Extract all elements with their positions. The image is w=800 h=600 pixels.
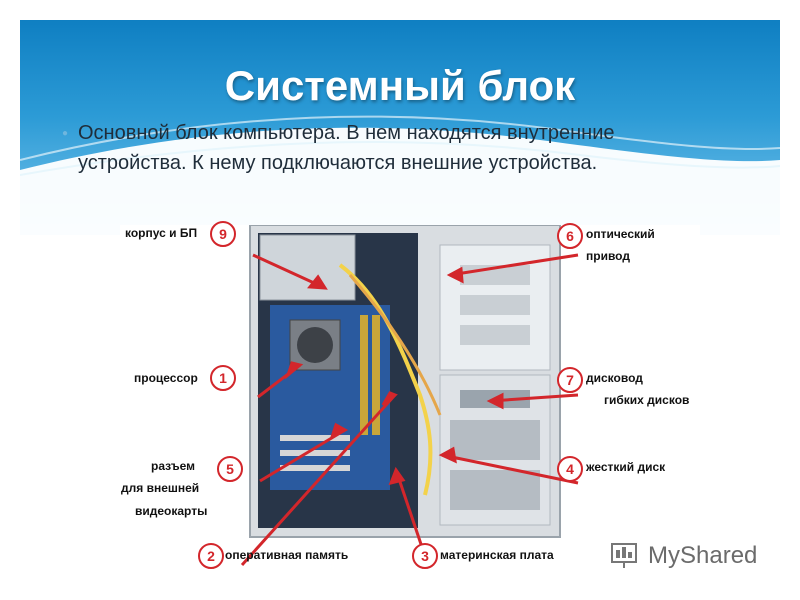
header-waves xyxy=(20,115,780,235)
bullet-text: Основной блок компьютера. В нем находятс… xyxy=(78,122,615,174)
label-motherboard: материнская плата xyxy=(440,548,554,562)
label-ram: оперативная память xyxy=(225,548,349,562)
badge-9: 9 xyxy=(210,221,236,247)
myshared-logo-icon xyxy=(611,543,637,568)
label-cpu: процессор xyxy=(134,371,198,385)
slide-header xyxy=(20,20,780,235)
label-optical: оптический xyxy=(586,227,655,241)
badge-7: 7 xyxy=(557,367,583,393)
label-slot-3: видеокарты xyxy=(135,504,208,518)
watermark-text: MyShared xyxy=(648,542,758,569)
badge-3: 3 xyxy=(412,543,438,569)
computer-case-illustration xyxy=(120,225,700,600)
bullet-dot: ● xyxy=(62,128,69,139)
label-hdd: жесткий диск xyxy=(586,460,666,474)
label-slot: разъем xyxy=(151,459,195,473)
label-slot-2: для внешней xyxy=(121,481,200,495)
slide: Системный блок ● Основной блок компьютер… xyxy=(20,20,780,600)
page-title: Системный блок xyxy=(224,62,576,109)
label-optical-2: привод xyxy=(586,249,630,263)
label-floppy: дисковод xyxy=(586,371,643,385)
badge-2: 2 xyxy=(198,543,224,569)
label-case-psu: корпус и БП xyxy=(125,226,198,240)
badge-1: 1 xyxy=(210,365,236,391)
label-floppy-2: гибких дисков xyxy=(604,393,690,407)
badge-4: 4 xyxy=(557,456,583,482)
badge-6: 6 xyxy=(557,223,583,249)
badge-5: 5 xyxy=(217,456,243,482)
